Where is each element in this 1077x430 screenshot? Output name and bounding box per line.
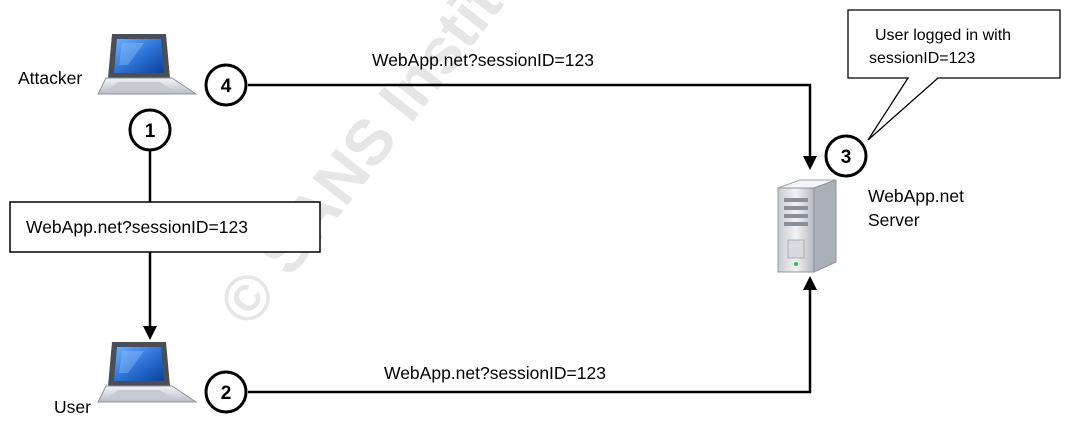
attacker-laptop-icon (97, 34, 198, 95)
edge-attacker-to-server (248, 83, 817, 170)
step-number-1: 1 (145, 121, 156, 142)
attacker-label: Attacker (18, 68, 82, 88)
server-label-line1: WebApp.net (868, 186, 964, 206)
url-box-label: WebApp.net?sessionID=123 (26, 217, 248, 237)
user-laptop-icon (97, 342, 198, 403)
step-number-4: 4 (221, 76, 232, 97)
edge-attacker-to-user (143, 150, 157, 340)
url-box (9, 201, 321, 253)
step-number-2: 2 (221, 383, 232, 404)
edge-label-user-to-server: WebApp.net?sessionID=123 (384, 363, 606, 383)
callout-line2: sessionID=123 (869, 50, 975, 67)
step-circle-4: 4 (204, 63, 248, 107)
step-circle-2: 2 (204, 370, 248, 414)
user-label: User (54, 397, 91, 417)
callout-line1: User logged in with (875, 27, 1011, 44)
server-icon (777, 179, 837, 273)
step-circle-3: 3 (824, 134, 868, 178)
callout-bubble (847, 9, 1061, 141)
edge-label-attacker-to-server: WebApp.net?sessionID=123 (372, 50, 594, 70)
edge-user-to-server (248, 276, 817, 394)
step-circle-1: 1 (128, 108, 172, 152)
step-number-3: 3 (841, 147, 852, 168)
server-label-line2: Server (868, 210, 920, 230)
